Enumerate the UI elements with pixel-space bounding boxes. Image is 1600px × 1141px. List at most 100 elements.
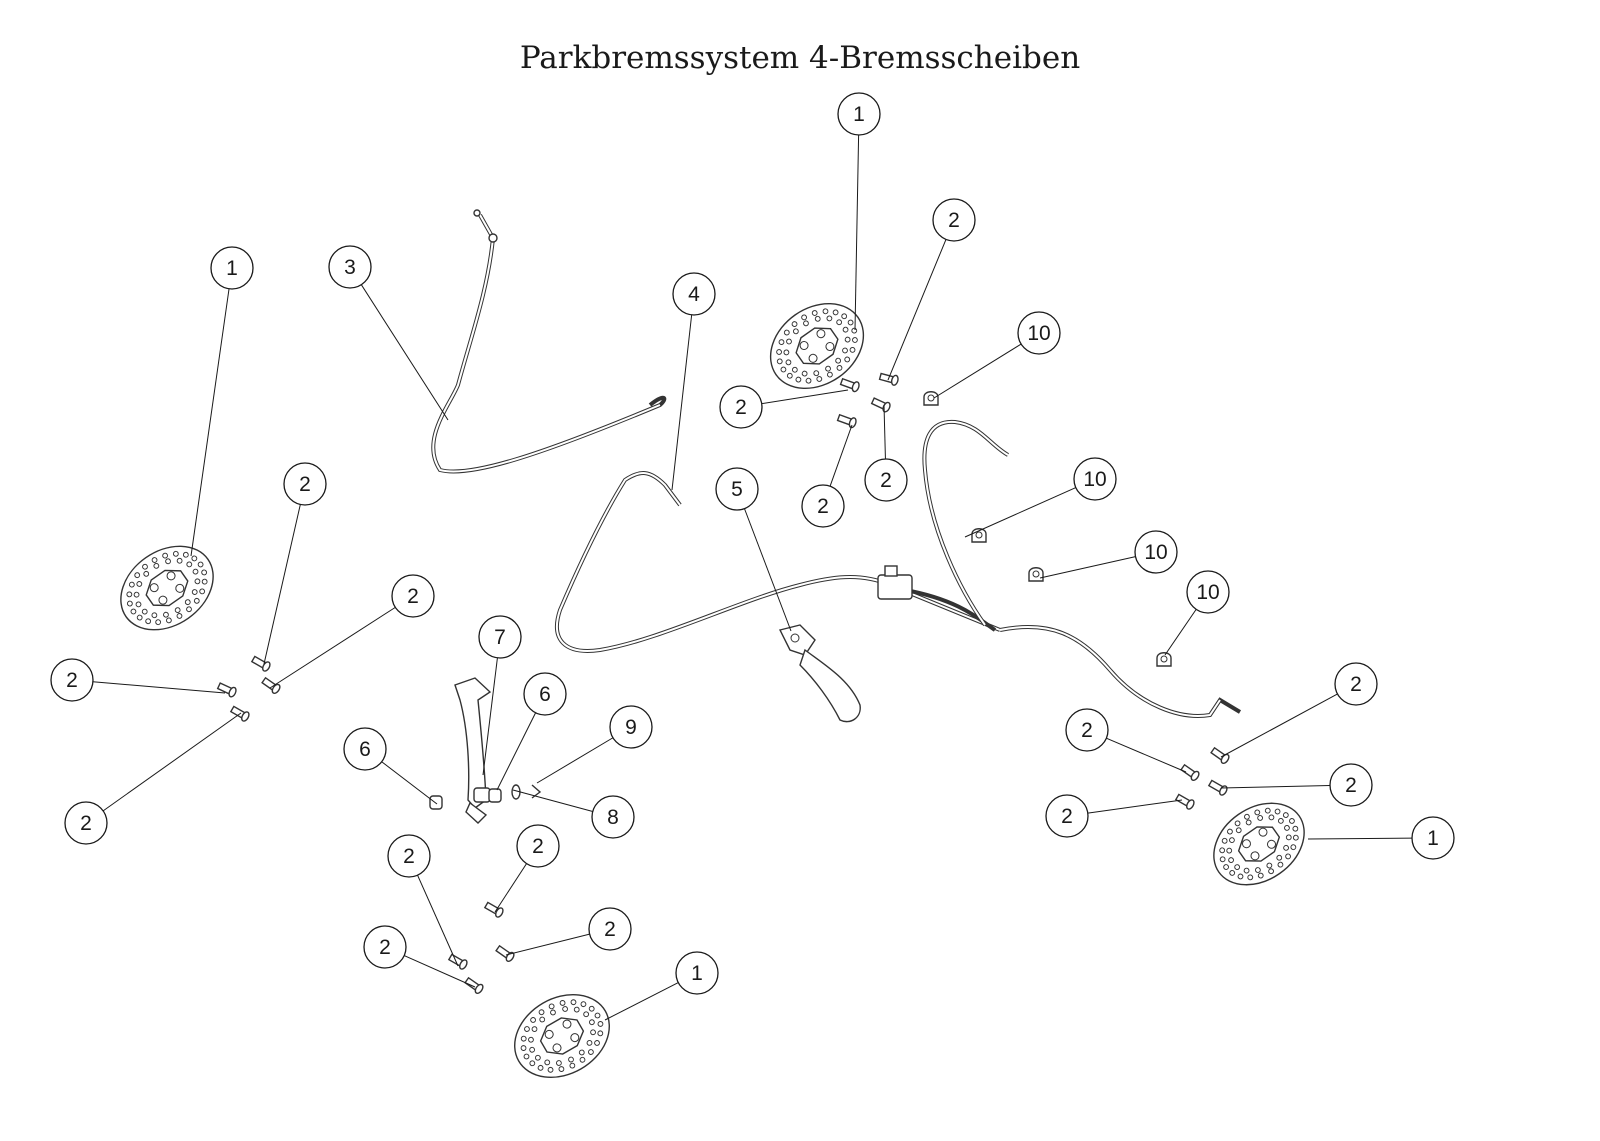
callout: 2: [1065, 708, 1109, 752]
callout-circle: [591, 795, 635, 839]
callout-circle: [719, 385, 763, 429]
callout-label: 2: [1061, 805, 1073, 828]
callout-label: 1: [853, 103, 865, 126]
callout-circle: [387, 834, 431, 878]
leader-line: [512, 789, 593, 813]
bolt: [878, 372, 899, 386]
callout: 8: [591, 795, 635, 839]
leader-lines: [92, 134, 1413, 1021]
bolt: [250, 655, 271, 672]
callout: 2: [516, 824, 560, 868]
callout: 2: [588, 907, 632, 951]
leader-line: [505, 933, 590, 956]
leader-line: [1087, 799, 1183, 814]
brake-disc-bottom: [514, 993, 610, 1079]
callout-circle: [1073, 457, 1117, 501]
cable-clamp: [1156, 652, 1172, 667]
callout-circle: [675, 951, 719, 995]
leader-line: [1039, 556, 1136, 579]
callout: 10: [1134, 530, 1178, 574]
callout-circle: [1065, 708, 1109, 752]
bolt: [464, 976, 484, 995]
callout-circle: [1411, 816, 1455, 860]
callout: 2: [64, 801, 108, 845]
callout-label: 2: [1350, 673, 1362, 696]
brake-disc-top: [769, 302, 865, 390]
leader-line: [604, 982, 679, 1021]
callout-label: 9: [625, 716, 637, 739]
callout-label: 2: [948, 209, 960, 232]
callout-circle: [343, 727, 387, 771]
callout-label: 2: [604, 918, 616, 941]
callout-circle: [478, 615, 522, 659]
callout: 2: [363, 925, 407, 969]
nut: [429, 795, 443, 810]
callout-circle: [328, 245, 372, 289]
leader-line: [269, 606, 396, 689]
callout-label: 8: [607, 806, 619, 829]
callout: 2: [50, 658, 94, 702]
callout-label: 2: [299, 473, 311, 496]
callout: 1: [210, 246, 254, 290]
callout-circle: [391, 574, 435, 618]
leader-line: [92, 681, 226, 694]
callout-circle: [864, 458, 908, 502]
callout: 10: [1186, 570, 1230, 614]
callout-label: 1: [226, 257, 238, 280]
callout-label: 10: [1196, 581, 1219, 604]
callout: 3: [328, 245, 372, 289]
callout-circle: [1045, 794, 1089, 838]
bolt: [1174, 793, 1195, 810]
leader-line: [381, 761, 438, 805]
brake-lever: [778, 624, 861, 723]
callout-label: 5: [731, 478, 743, 501]
leader-line: [829, 424, 853, 487]
callout: 2: [387, 834, 431, 878]
bolt: [495, 944, 515, 963]
bolt: [1180, 763, 1200, 782]
leader-line: [536, 737, 614, 784]
callout-label: 2: [817, 495, 829, 518]
callout-circle: [672, 272, 716, 316]
callout-label: 2: [880, 469, 892, 492]
leader-line: [1164, 609, 1197, 656]
callout-circle: [715, 467, 759, 511]
callout-circle: [609, 705, 653, 749]
callout-circle: [523, 672, 567, 716]
bolt: [447, 953, 468, 970]
callout-label: 2: [407, 585, 419, 608]
callout: 2: [801, 484, 845, 528]
callout-circle: [801, 484, 845, 528]
callout-label: 1: [691, 962, 703, 985]
leader-line: [1220, 784, 1331, 789]
leader-line: [883, 404, 886, 460]
callout-label: 2: [735, 396, 747, 419]
leader-line: [671, 314, 693, 491]
hardware-group: [216, 372, 1230, 995]
callout: 1: [675, 951, 719, 995]
callout: 2: [283, 462, 327, 506]
bolt: [1207, 779, 1228, 796]
leader-line: [743, 508, 792, 632]
callout-label: 2: [403, 845, 415, 868]
callout-label: 2: [1081, 719, 1093, 742]
leader-line: [494, 863, 527, 913]
leader-line: [190, 288, 230, 557]
callout: 10: [1017, 311, 1061, 355]
callout-circle: [1334, 662, 1378, 706]
callout: 5: [715, 467, 759, 511]
leader-line: [1106, 737, 1187, 773]
callout-circle: [210, 246, 254, 290]
callout-label: 6: [359, 738, 371, 761]
callout-label: 2: [532, 835, 544, 858]
callout-circle: [588, 907, 632, 951]
leader-line: [964, 487, 1077, 538]
cable-clamp: [923, 391, 939, 406]
bolt: [229, 705, 250, 722]
callout: 1: [1411, 816, 1455, 860]
callout: 7: [478, 615, 522, 659]
callout-label: 3: [344, 256, 356, 279]
bolt: [216, 682, 237, 698]
callout-circle: [363, 925, 407, 969]
callout-label: 4: [688, 283, 700, 306]
